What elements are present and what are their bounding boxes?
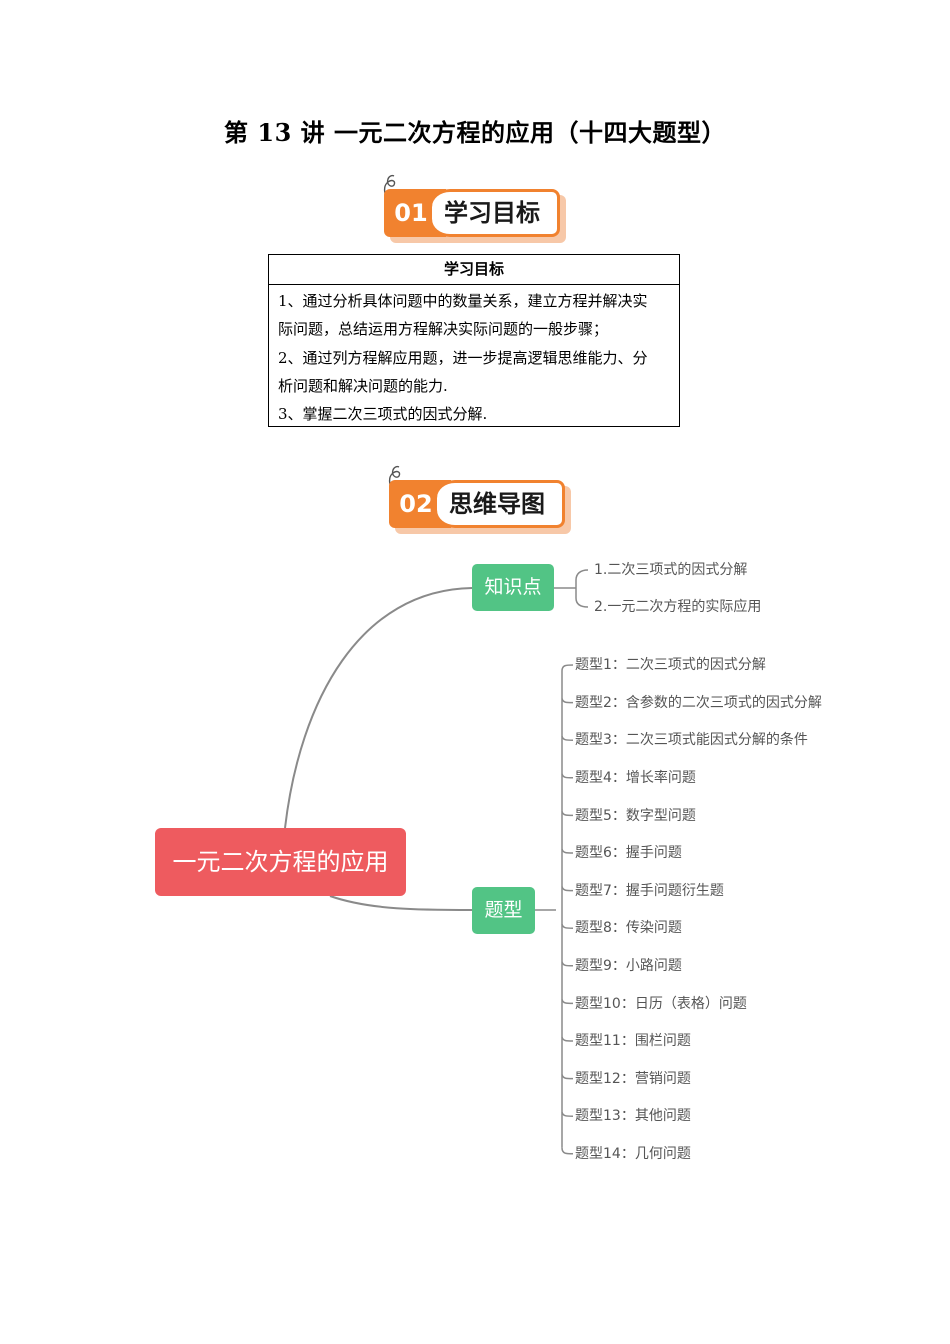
objective-line: 2、通过列方程解应用题，进一步提高逻辑思维能力、分 <box>278 348 648 367</box>
curl-icon <box>388 465 401 489</box>
brace-tick <box>561 999 574 1005</box>
badge-label-box <box>432 189 560 237</box>
section-number: 01 <box>394 199 428 227</box>
type-leaf: 题型2：含参数的二次三项式的因式分解 <box>575 695 822 711</box>
brace-tick <box>561 1111 574 1117</box>
objective-line: 1、通过分析具体问题中的数量关系，建立方程并解决实 <box>278 292 648 310</box>
brace-tick <box>561 735 574 741</box>
type-leaf: 题型11：围栏问题 <box>575 1033 691 1049</box>
objective-line: 析问题和解决问题的能力. <box>278 376 448 395</box>
brace-tick <box>561 1074 574 1080</box>
type-leaf: 题型3：二次三项式能因式分解的条件 <box>575 732 808 748</box>
brace-tick <box>561 961 574 967</box>
brace-tick <box>561 848 574 854</box>
connector-root-types <box>329 895 473 911</box>
section-number: 02 <box>399 490 433 518</box>
objectives-body: 1、通过分析具体问题中的数量关系，建立方程并解决实 际问题，总结运用方程解决实际… <box>269 285 679 428</box>
brace-tick <box>561 886 574 892</box>
brace-tick <box>561 773 574 779</box>
brace-tick <box>561 923 574 929</box>
mindmap-root-node: 一元二次方程的应用 <box>155 828 406 896</box>
badge-label-box <box>437 480 565 528</box>
mindmap-branch-knowledge: 知识点 <box>472 564 554 611</box>
type-leaf: 题型8：传染问题 <box>575 920 682 936</box>
brace-tick <box>561 664 574 672</box>
section-label: 思维导图 <box>449 490 545 518</box>
brace-tick <box>561 1036 574 1042</box>
brace-knowledge <box>575 569 589 608</box>
type-leaf: 题型6：握手问题 <box>575 845 682 861</box>
knowledge-leaf: 2.一元二次方程的实际应用 <box>594 599 762 615</box>
section-badge-mindmap: 02 思维导图 <box>388 465 571 534</box>
type-leaf: 题型14：几何问题 <box>575 1146 691 1162</box>
type-leaf: 题型5：数字型问题 <box>575 808 696 824</box>
section-badge-objectives: 01 学习目标 <box>383 174 566 243</box>
type-leaf: 题型4：增长率问题 <box>575 770 696 786</box>
objective-line: 际问题，总结运用方程解决实际问题的一般步骤； <box>278 320 609 339</box>
type-leaf: 题型10：日历（表格）问题 <box>575 996 747 1012</box>
type-leaf: 题型13：其他问题 <box>575 1108 691 1124</box>
objective-line: 3、掌握二次三项式的因式分解. <box>278 405 488 424</box>
objectives-header: 学习目标 <box>269 255 679 285</box>
type-leaf: 题型7：握手问题衍生题 <box>575 883 724 899</box>
brace-tick <box>561 1147 574 1155</box>
curl-icon <box>383 174 396 198</box>
brace-types <box>561 664 574 1155</box>
type-leaf: 题型9：小路问题 <box>575 958 682 974</box>
brace-tick <box>561 811 574 817</box>
type-leaf: 题型1：二次三项式的因式分解 <box>575 657 766 673</box>
page-title: 第 13 讲 一元二次方程的应用（十四大题型） <box>224 118 726 147</box>
connector-root-knowledge <box>284 587 473 829</box>
objectives-table: 学习目标 1、通过分析具体问题中的数量关系，建立方程并解决实 际问题，总结运用方… <box>268 254 680 427</box>
section-label: 学习目标 <box>444 199 540 227</box>
type-leaf: 题型12：营销问题 <box>575 1071 691 1087</box>
knowledge-leaf: 1.二次三项式的因式分解 <box>594 562 748 578</box>
mindmap-branch-types: 题型 <box>472 887 535 934</box>
brace-tick <box>561 698 574 704</box>
